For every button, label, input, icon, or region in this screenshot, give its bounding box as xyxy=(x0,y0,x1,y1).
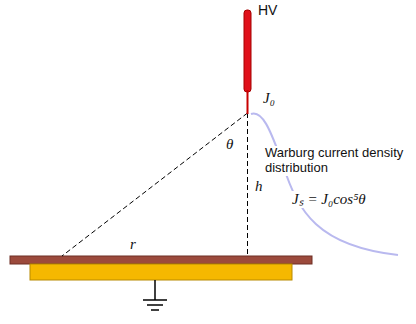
current-density-curve xyxy=(251,113,398,255)
angle-label: θ xyxy=(224,136,235,153)
height-line xyxy=(247,113,248,256)
tip-current-label: J₀ xyxy=(261,90,277,107)
voltage-label: HV xyxy=(256,2,279,18)
hv-electrode xyxy=(244,10,251,92)
needle-wire xyxy=(247,90,249,114)
angle-line xyxy=(62,113,248,256)
distribution-note: Warburg current density distribution xyxy=(263,146,413,176)
formula-label: Jₛ = J₀cos⁵θ xyxy=(290,191,368,208)
electrode-plate xyxy=(10,256,312,264)
ground-plate xyxy=(30,264,292,280)
radius-label: r xyxy=(128,236,138,253)
ground-symbol xyxy=(143,280,167,310)
height-label: h xyxy=(253,178,265,195)
